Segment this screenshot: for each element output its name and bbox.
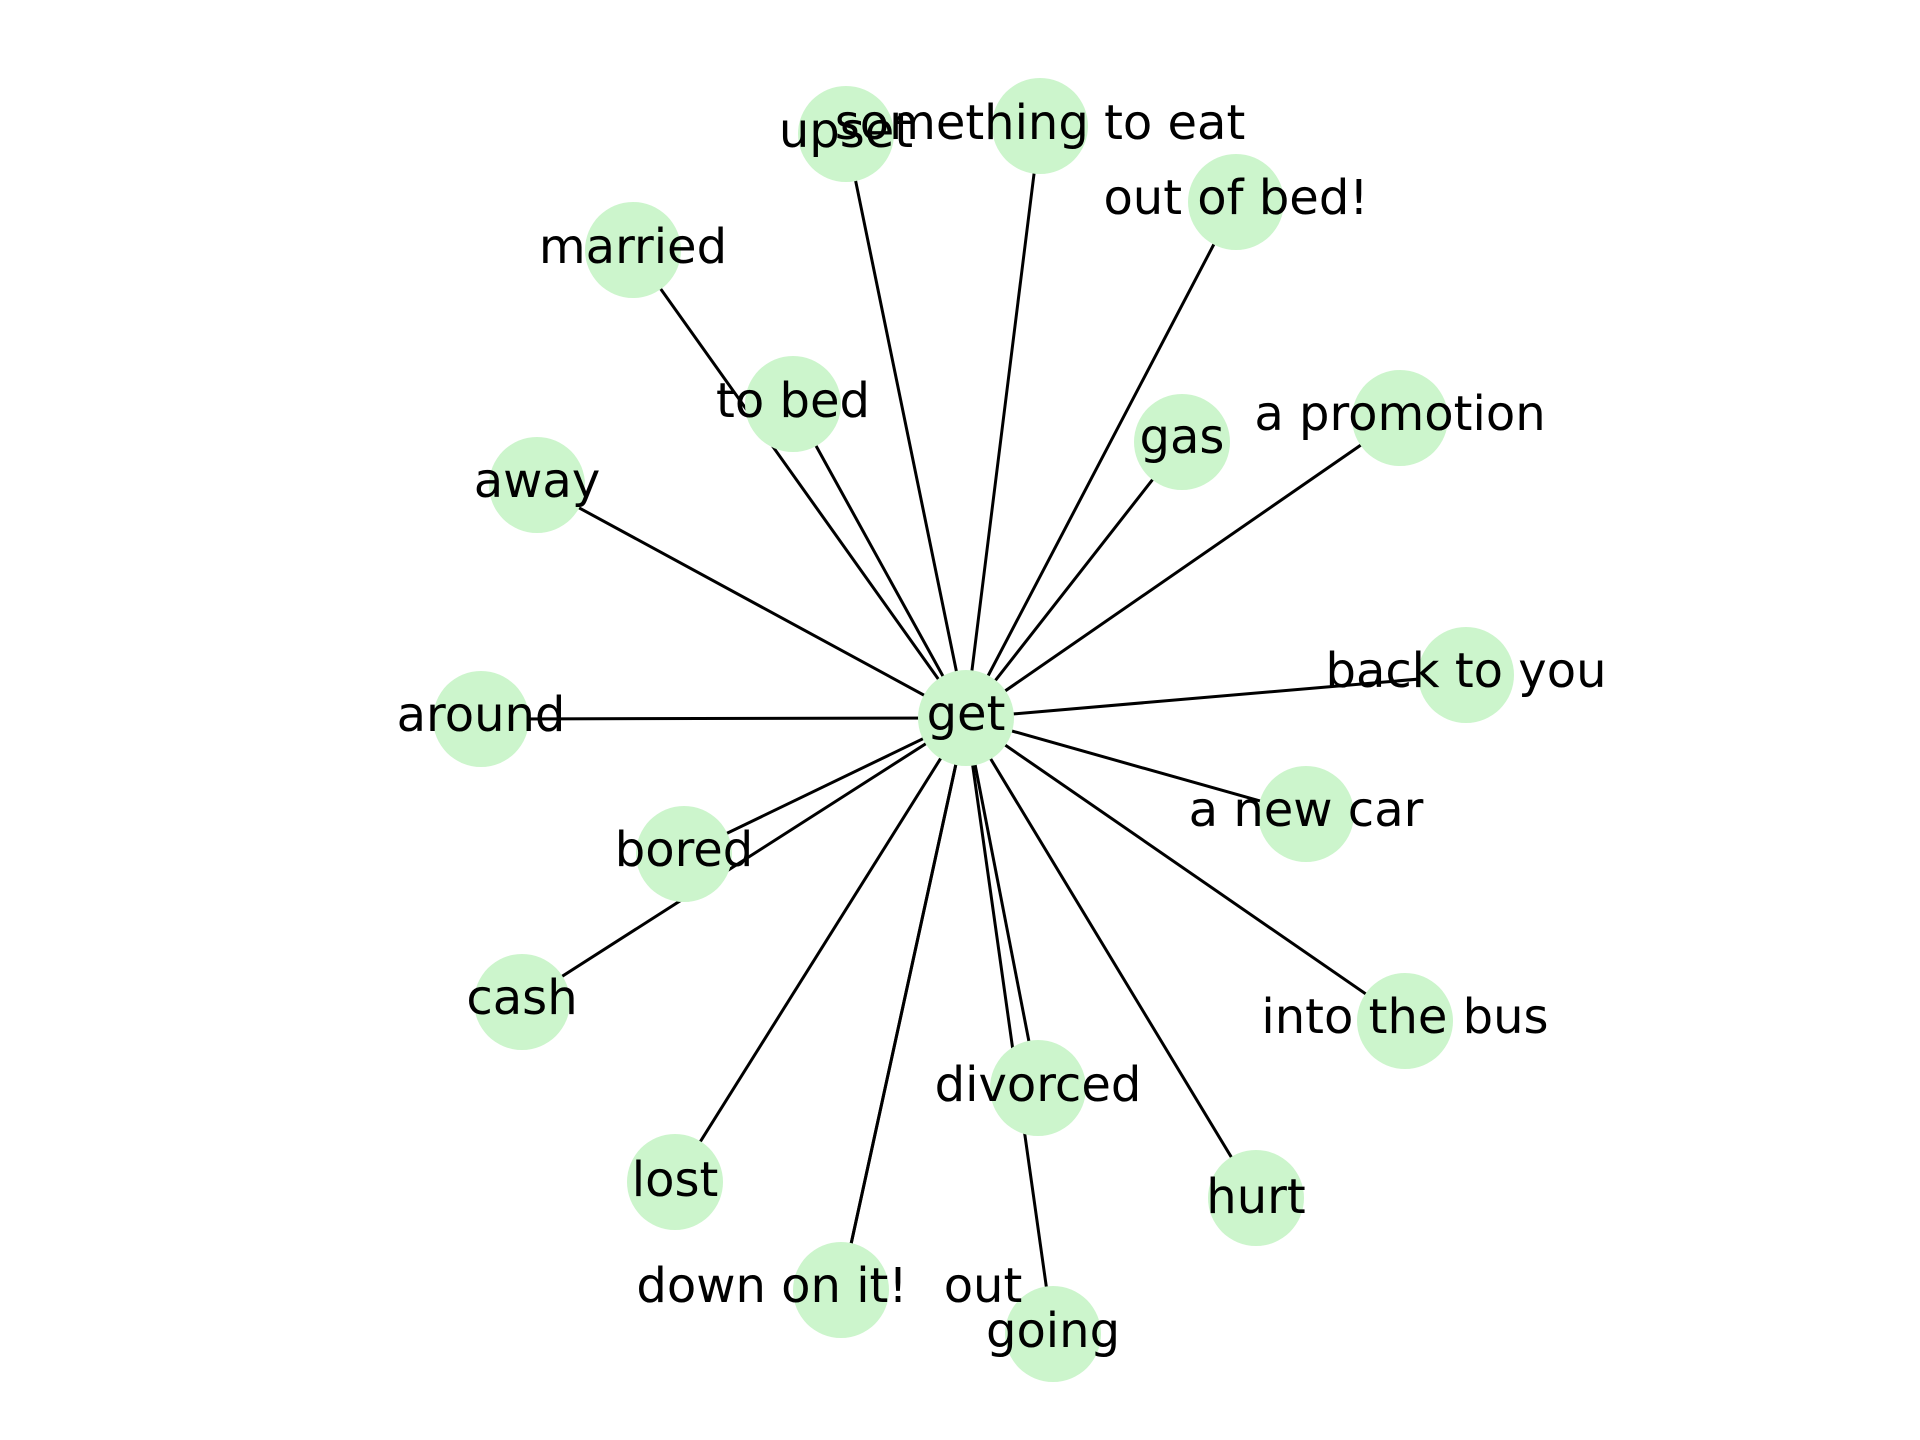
edge-get-back-to-you: [965, 673, 1467, 720]
node-label-upset: upset: [779, 103, 913, 159]
node-down-on-it: [793, 1242, 889, 1338]
edge-get-into-the-bus: [965, 716, 1406, 1023]
edge-get-away: [536, 483, 967, 720]
node-label-out-of-bed: out of bed!: [1103, 170, 1368, 226]
edge-get-hurt: [964, 717, 1258, 1199]
node-divorced: [990, 1040, 1086, 1136]
node-back-to-you: [1418, 627, 1514, 723]
edge-get-upset: [844, 133, 968, 719]
node-something-to-eat: [992, 78, 1088, 174]
edge-get-out-of-bed: [964, 201, 1238, 719]
node-going: [1005, 1286, 1101, 1382]
node-label-married: married: [539, 219, 727, 275]
edge-get-around: [480, 716, 967, 721]
node-layer: [433, 78, 1514, 1382]
edge-get-cash: [521, 716, 967, 1004]
node-label-hurt: hurt: [1206, 1169, 1305, 1225]
node-married: [585, 202, 681, 298]
edge-get-lost: [673, 717, 968, 1183]
node-around: [433, 671, 529, 767]
node-out-of-bed: [1188, 154, 1284, 250]
edge-get-a-promotion: [965, 416, 1401, 720]
node-label-out: out: [944, 1258, 1023, 1314]
node-label-a-new-car: a new car: [1189, 782, 1424, 838]
node-label-back-to-you: back to you: [1326, 643, 1607, 699]
node-label-a-promotion: a promotion: [1254, 386, 1545, 442]
edge-get-going: [964, 717, 1055, 1335]
edge-get-bored: [683, 716, 967, 856]
node-label-away: away: [474, 453, 601, 509]
edge-get-gas: [964, 441, 1184, 719]
edge-get-something-to-eat: [964, 125, 1042, 719]
node-away: [489, 437, 585, 533]
node-a-new-car: [1258, 766, 1354, 862]
node-to-bed: [745, 356, 841, 452]
node-label-get: get: [927, 686, 1006, 742]
edge-get-to-bed: [791, 403, 968, 719]
edge-get-divorced: [964, 717, 1040, 1089]
edge-get-a-new-car: [965, 716, 1307, 816]
node-label-gas: gas: [1140, 409, 1225, 465]
node-label-lost: lost: [632, 1152, 719, 1208]
node-label-cash: cash: [466, 970, 577, 1026]
node-label-going: going: [986, 1303, 1120, 1359]
edge-layer: [480, 125, 1467, 1335]
node-bored: [636, 806, 732, 902]
node-gas: [1134, 394, 1230, 490]
node-lost: [627, 1134, 723, 1230]
node-label-around: around: [397, 687, 566, 743]
node-label-down-on-it: down on it!: [636, 1258, 907, 1314]
node-into-the-bus: [1357, 973, 1453, 1069]
node-get: [918, 670, 1014, 766]
edge-get-married: [631, 249, 968, 719]
node-label-to-bed: to bed: [716, 373, 870, 429]
node-label-into-the-bus: into the bus: [1261, 989, 1548, 1045]
node-label-something-to-eat: something to eat: [835, 95, 1246, 151]
edge-get-out: [839, 717, 968, 1291]
node-cash: [474, 954, 570, 1050]
node-a-promotion: [1352, 370, 1448, 466]
node-upset: [798, 86, 894, 182]
node-label-divorced: divorced: [935, 1057, 1142, 1113]
node-hurt: [1208, 1150, 1304, 1246]
node-label-bored: bored: [615, 822, 754, 878]
